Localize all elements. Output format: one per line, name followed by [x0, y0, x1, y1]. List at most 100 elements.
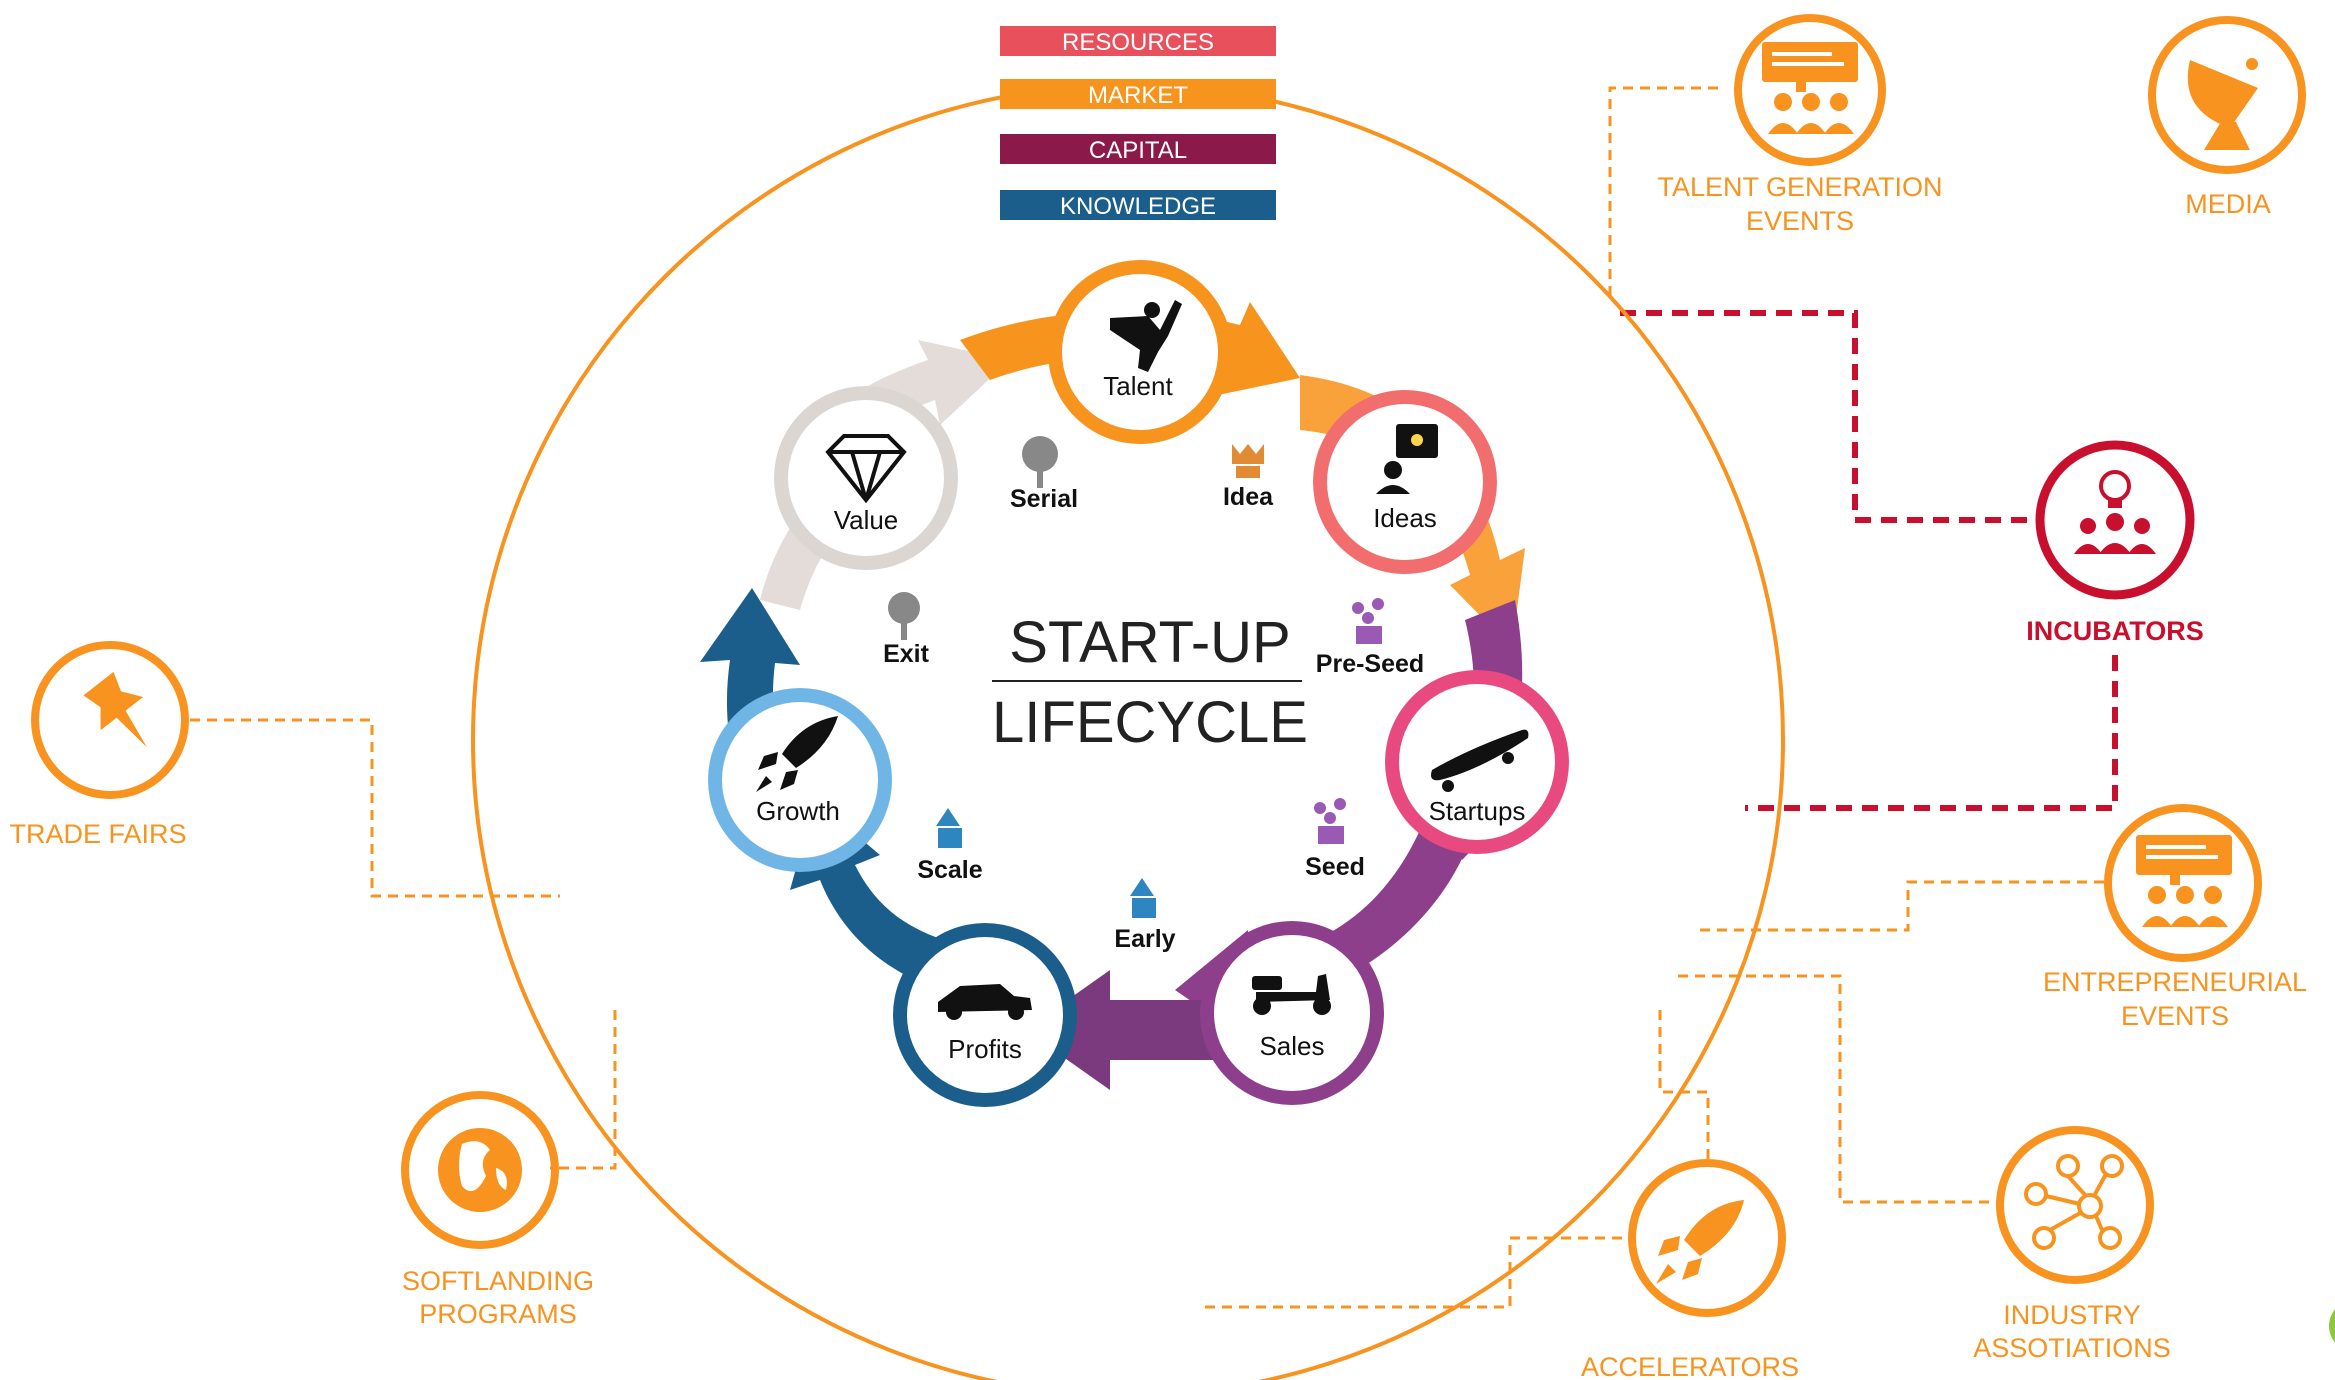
connector-accelerators-a — [1658, 1010, 1710, 1162]
node-entrepreneurial-events-ring — [2104, 804, 2262, 962]
car-icon — [938, 984, 1032, 1020]
phase-idea: Idea — [1223, 444, 1274, 511]
node-media: MEDIA — [2148, 16, 2306, 219]
connector-trade-fairs — [190, 718, 560, 898]
presentation-icon — [2136, 835, 2232, 927]
stage-profits-label: Profits — [948, 1034, 1022, 1064]
phases: Idea Pre-Seed Seed Early — [883, 436, 1424, 953]
node-incubators-ring — [2035, 440, 2195, 600]
stage-ideas-label: Ideas — [1373, 503, 1437, 533]
connector-industry — [1678, 974, 2000, 1204]
pillar-knowledge — [1000, 190, 1276, 220]
stage-profits-disc — [907, 937, 1063, 1093]
title-line1: START-UP — [1009, 610, 1290, 675]
node-trade-fairs-line1: TRADE FAIRS — [9, 819, 186, 849]
globe-continents — [459, 1141, 507, 1192]
connector-incubators-lower — [1745, 655, 2118, 811]
pillars: RESOURCES MARKET CAPITAL KNOWLEDGE — [1000, 26, 1276, 220]
phase-pre-seed-label: Pre-Seed — [1316, 650, 1424, 678]
phase-exit: Exit — [883, 592, 930, 668]
phase-seed: Seed — [1305, 798, 1365, 881]
scooter-icon — [1252, 974, 1331, 1015]
stage-ideas: Ideas — [1313, 390, 1497, 574]
stage-sales: Sales — [1200, 921, 1384, 1105]
pillar-resources — [1000, 26, 1276, 56]
phase-scale: Scale — [917, 808, 983, 884]
stage-growth: Growth — [708, 688, 892, 872]
phase-pre-seed: Pre-Seed — [1316, 598, 1424, 678]
node-talent-events: TALENT GENERATION EVENTS — [1657, 14, 1943, 236]
connector-entrepreneurial-events — [1700, 880, 2112, 932]
stage-startups: Startups — [1385, 670, 1569, 854]
pillar-market-label: MARKET — [1088, 82, 1188, 109]
stage-talent: Talent — [1048, 260, 1232, 444]
tulip-icon — [1232, 444, 1264, 464]
pot-shape — [1236, 466, 1260, 478]
stage-startups-label: Startups — [1429, 796, 1526, 826]
stage-growth-label: Growth — [756, 796, 840, 826]
title-line2: LIFECYCLE — [992, 690, 1308, 755]
node-entrepreneurial-events-line2: EVENTS — [2121, 1001, 2229, 1031]
stage-sales-disc — [1214, 935, 1370, 1091]
pillar-resources-label: RESOURCES — [1062, 29, 1214, 56]
node-softlanding: SOFTLANDING PROGRAMS — [401, 1091, 594, 1329]
stage-value-disc — [788, 400, 944, 556]
node-accelerators: ACCELERATORS — [1581, 1159, 1799, 1380]
node-incubators: INCUBATORS — [2026, 440, 2204, 646]
rocket-icon — [1656, 1200, 1744, 1284]
lightbulb-team-icon — [2074, 470, 2156, 554]
pillar-market — [1000, 79, 1276, 109]
node-industry-line1: INDUSTRY — [2003, 1300, 2141, 1330]
node-industry: INDUSTRY ASSOTIATIONS — [1973, 1126, 2171, 1363]
connector-incubators-upper — [1620, 310, 2032, 523]
node-trade-fairs: TRADE FAIRS — [9, 641, 189, 849]
phase-exit-label: Exit — [883, 640, 930, 668]
flower-pot-icon — [1314, 798, 1346, 844]
node-talent-events-line2: EVENTS — [1746, 206, 1854, 236]
tree-icon — [888, 592, 920, 640]
connectors — [190, 86, 2112, 1309]
pillar-capital — [1000, 134, 1276, 164]
node-industry-ring — [1996, 1126, 2154, 1284]
node-accelerators-line1: ACCELERATORS — [1581, 1352, 1799, 1380]
pushpin-icon — [83, 671, 147, 748]
satellite-dish-icon — [2187, 58, 2258, 150]
center-title: START-UP LIFECYCLE — [992, 610, 1308, 755]
pillar-capital-label: CAPITAL — [1089, 137, 1187, 164]
node-softlanding-line1: SOFTLANDING — [402, 1266, 594, 1296]
node-accelerators-ring — [1628, 1159, 1786, 1317]
stage-profits: Profits — [893, 923, 1077, 1107]
node-media-line1: MEDIA — [2185, 189, 2271, 219]
connector-accelerators-b — [1205, 1236, 1630, 1309]
phase-idea-label: Idea — [1223, 483, 1274, 511]
node-media-ring — [2148, 16, 2306, 174]
phase-scale-label: Scale — [917, 856, 982, 884]
incubator-connectors — [1620, 310, 2118, 811]
connector-softlanding — [550, 1010, 617, 1170]
node-talent-events-ring — [1734, 14, 1886, 166]
arrow-into-profits — [1025, 970, 1230, 1090]
arrow-ideas-startups — [1300, 375, 1525, 648]
connector-talent-events — [1608, 86, 1718, 296]
node-trade-fairs-ring — [31, 641, 189, 799]
pillar-knowledge-label: KNOWLEDGE — [1060, 193, 1216, 220]
diamond-icon — [825, 434, 907, 504]
phase-seed-label: Seed — [1305, 853, 1365, 881]
phase-early: Early — [1114, 878, 1176, 953]
edge-green-dot — [2329, 1309, 2335, 1343]
stage-value-label: Value — [834, 505, 899, 535]
phase-serial: Serial — [1010, 436, 1078, 513]
rocket-icon — [756, 716, 838, 792]
idea-person-icon — [1376, 424, 1438, 494]
phase-serial-label: Serial — [1010, 485, 1078, 513]
stage-sales-label: Sales — [1259, 1031, 1324, 1061]
tree-icon — [1022, 436, 1058, 488]
node-incubators-line1: INCUBATORS — [2026, 616, 2204, 646]
stage-talent-label: Talent — [1103, 371, 1173, 401]
node-softlanding-line2: PROGRAMS — [419, 1299, 577, 1329]
potted-plant-icon — [936, 808, 962, 848]
stage-growth-disc — [722, 702, 878, 858]
potted-plant-icon — [1130, 878, 1156, 918]
node-talent-events-line1: TALENT GENERATION — [1657, 172, 1942, 202]
